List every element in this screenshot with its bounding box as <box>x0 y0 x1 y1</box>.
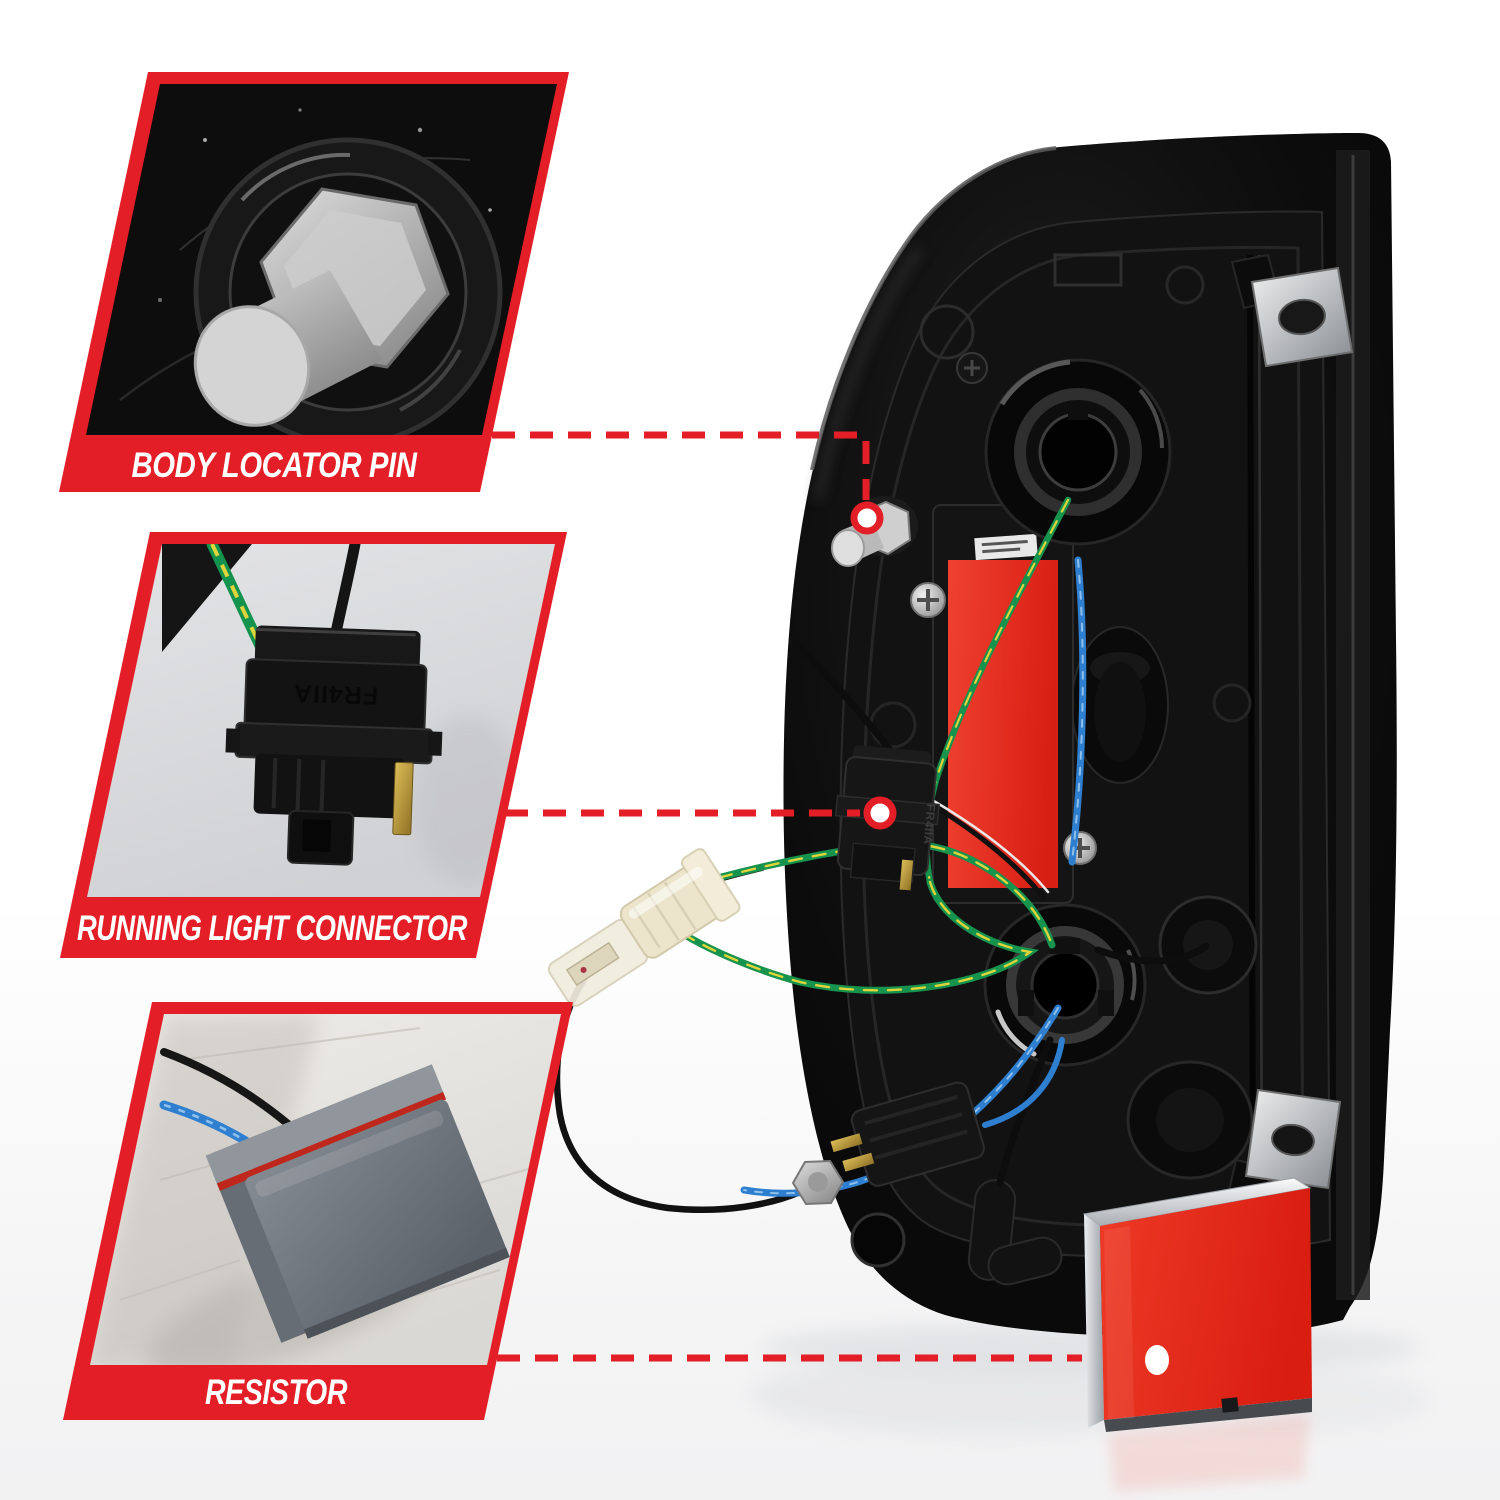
wire-connector-part <box>830 1081 985 1187</box>
black-wire <box>794 642 900 762</box>
molded-tab <box>1053 253 1123 287</box>
molded-circle <box>919 304 975 360</box>
mounting-clip-top <box>1230 253 1354 368</box>
connector-mold-text: FR4IIA <box>293 679 379 710</box>
hex-bolt <box>791 1159 845 1206</box>
connector-pin <box>830 1133 863 1153</box>
panel-hole <box>850 1212 906 1268</box>
bulb-socket-top <box>984 358 1172 546</box>
black-wire-loop <box>553 974 804 1213</box>
connector-pin <box>392 761 414 836</box>
module-label <box>974 533 1038 561</box>
tape-block-chrome-edge <box>1084 1214 1104 1428</box>
main-photo-taillight-rear: FR4IIA <box>547 133 1397 1432</box>
connector-body: FR4IIA <box>225 625 443 866</box>
adhesive-tape-block <box>1082 1177 1312 1432</box>
inset-photo-body-locator-pin <box>86 84 557 435</box>
connector-mold-text: FR4IIA <box>921 803 939 845</box>
target-dot-resistor <box>1145 1345 1169 1375</box>
inset-photo-running-light-connector: FR4IIA <box>87 544 555 897</box>
black-wire <box>160 1048 292 1128</box>
callout-inset-resistor: RESISTOR <box>63 1002 573 1420</box>
callout-inset-running-light-connector: FR4IIA RUNNING LIGHT CONNECTOR <box>60 532 567 958</box>
callout-label-running-light-connector: RUNNING LIGHT CONNECTOR <box>77 909 468 948</box>
adhesive-tape-strip <box>948 560 1058 888</box>
phillips-screw <box>1063 831 1097 865</box>
inset-photo-resistor <box>90 1014 561 1365</box>
resistor-module <box>932 504 1074 904</box>
socket-boss <box>1071 626 1169 784</box>
callout-label-body-locator-pin: BODY LOCATOR PIN <box>132 446 418 485</box>
pin-end-cap <box>193 305 311 427</box>
target-dot-body-locator-pin <box>850 501 884 535</box>
resistor-tape-edge <box>216 1092 447 1191</box>
panel-groove <box>1247 254 1256 1231</box>
callout-label-resistor: RESISTOR <box>205 1373 348 1412</box>
bullet-connector-part <box>547 848 741 1007</box>
shell-left-rim-highlight <box>810 146 1057 471</box>
connector-pin <box>842 1152 875 1172</box>
leader-lines <box>492 431 1082 1362</box>
callout-inset-body-locator-pin: BODY LOCATOR PIN <box>59 72 569 492</box>
leader-line-body-locator-pin <box>492 431 870 500</box>
rubber-elbow-grommet <box>967 1179 1063 1286</box>
tape-block-base <box>1104 1398 1312 1432</box>
bulb-socket-middle <box>983 903 1147 1067</box>
connector-pin <box>899 859 914 891</box>
resistor-box <box>205 1064 510 1343</box>
phillips-screw <box>910 582 946 618</box>
target-dot-running-light-connector <box>863 796 897 830</box>
